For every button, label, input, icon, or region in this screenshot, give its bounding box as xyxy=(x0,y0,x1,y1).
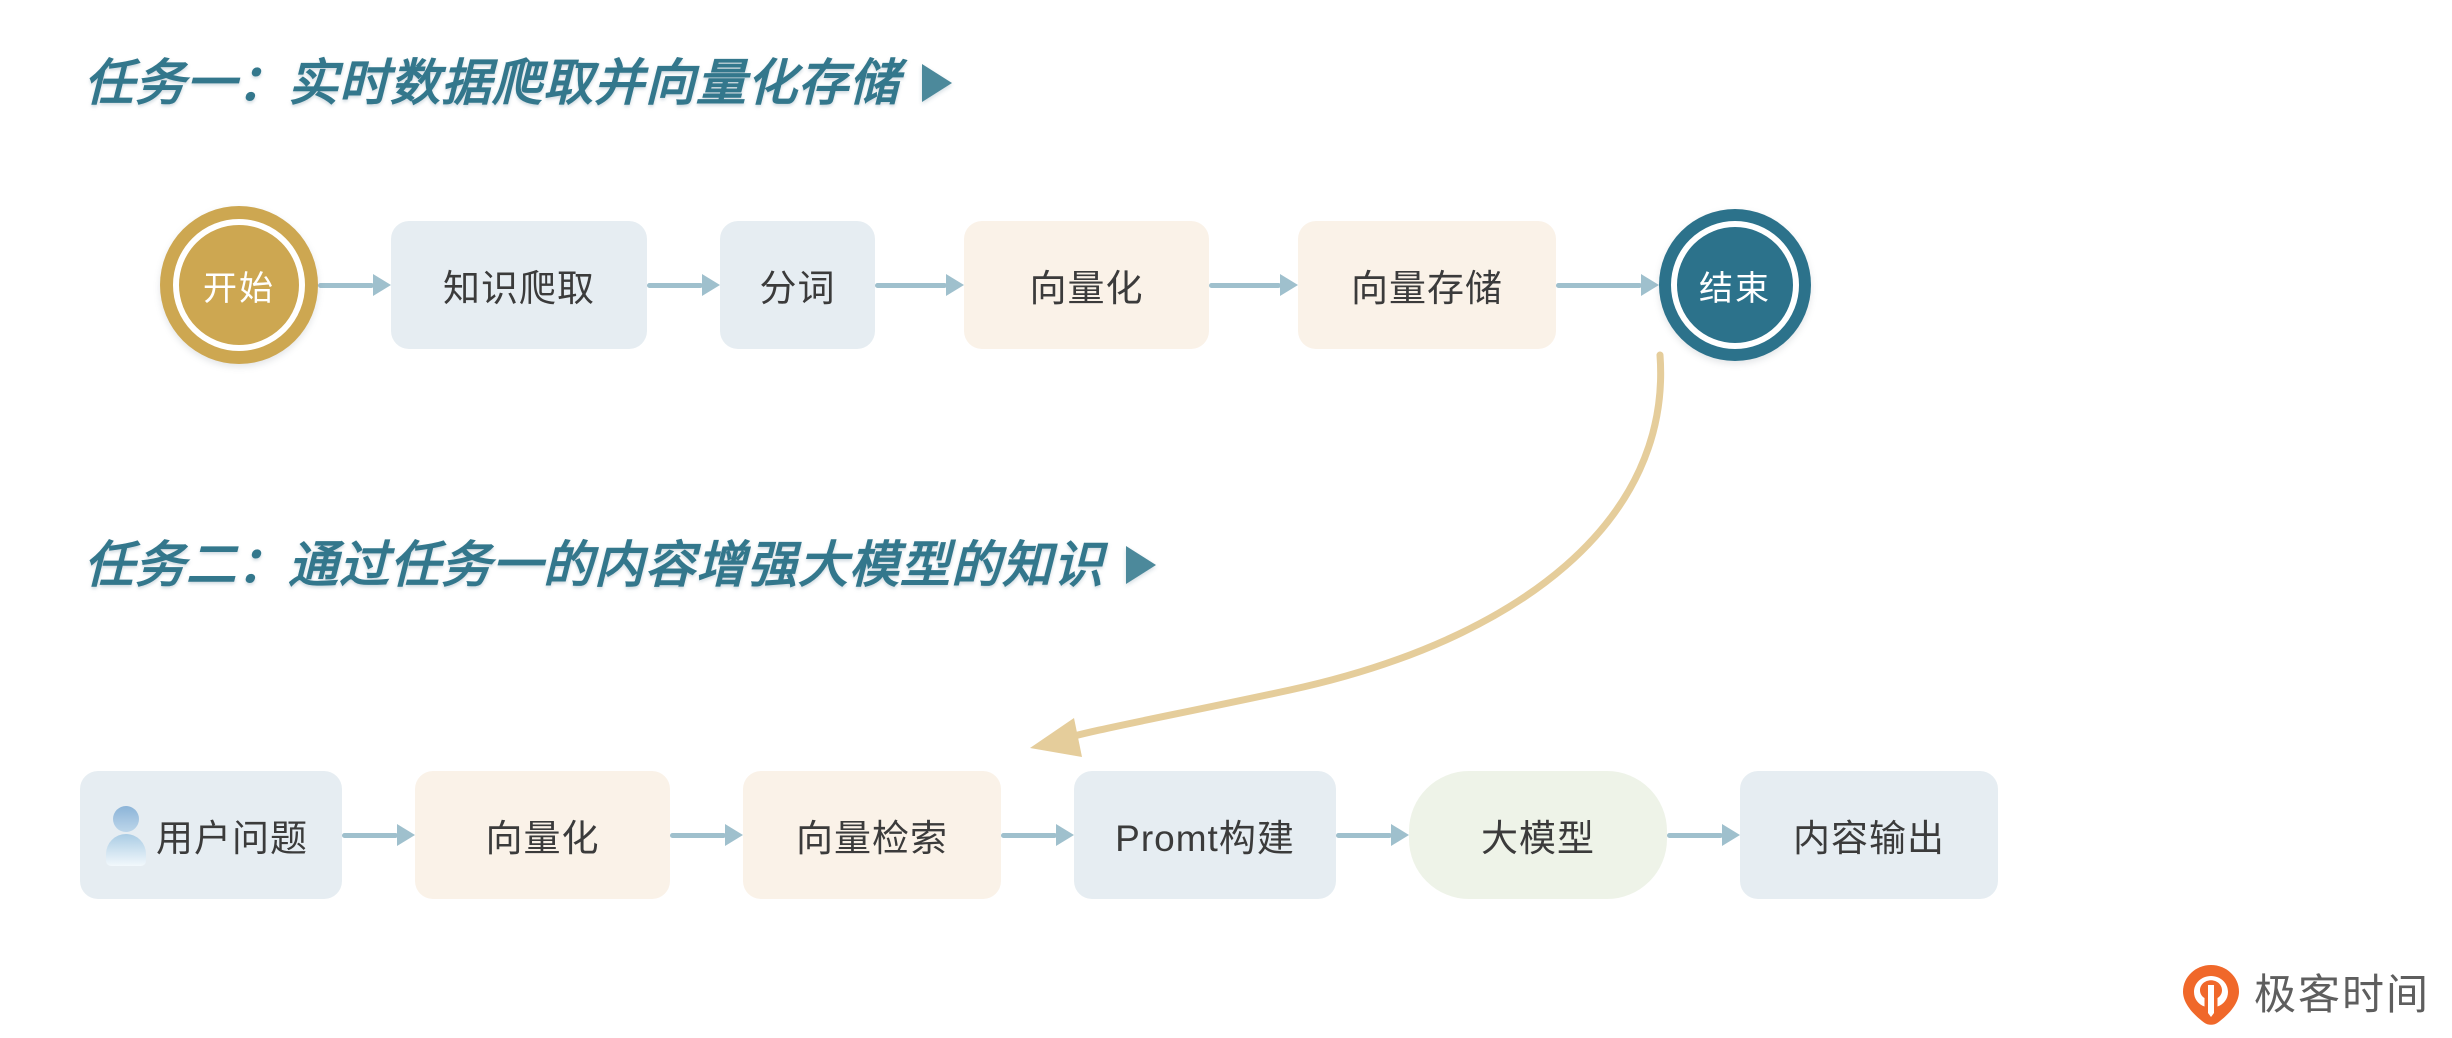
node-knowledge-crawl-label: 知识爬取 xyxy=(443,268,595,309)
connector-line xyxy=(875,282,947,288)
connector-search-to-prompt xyxy=(1001,824,1074,846)
connector-line xyxy=(1556,282,1642,288)
node-vector-store-label: 向量存储 xyxy=(1351,268,1503,309)
connector-line xyxy=(647,282,703,288)
connector-line xyxy=(1209,282,1281,288)
geektime-pin-icon xyxy=(2182,965,2239,1025)
connector-prompt-to-llm xyxy=(1336,824,1409,846)
node-vector-store[interactable]: 向量存储 xyxy=(1298,221,1556,349)
arrow-head-icon xyxy=(1722,824,1740,846)
arrow-head-icon xyxy=(373,274,391,296)
connector-llm-to-output xyxy=(1667,824,1740,846)
arrow-head-icon xyxy=(1056,824,1074,846)
node-end-label: 结束 xyxy=(1699,269,1771,308)
node-vector-search[interactable]: 向量检索 xyxy=(743,771,1001,899)
arrow-head-icon xyxy=(1641,274,1659,296)
node-user-question[interactable]: 用户问题 xyxy=(80,771,342,899)
connector-line xyxy=(1336,832,1392,838)
node-vector-search-label: 向量检索 xyxy=(796,818,948,859)
connector-line xyxy=(670,832,726,838)
flow-row-task-2: 用户问题 向量化 向量检索 Promt构建 大模型 xyxy=(80,765,1998,905)
connector-line xyxy=(318,282,374,288)
node-content-output-label: 内容输出 xyxy=(1793,818,1945,859)
section-title-task-2: 任务二：通过任务一的内容增强大模型的知识 xyxy=(84,540,1156,590)
node-user-question-label: 用户问题 xyxy=(156,818,308,859)
connector-start-to-crawl xyxy=(318,274,391,296)
connector-vectorize-to-search xyxy=(670,824,743,846)
arrow-head-icon xyxy=(725,824,743,846)
play-triangle-icon xyxy=(1126,546,1156,584)
brand-name: 极客时间 xyxy=(2253,971,2430,1018)
connector-line xyxy=(342,832,398,838)
node-knowledge-crawl[interactable]: 知识爬取 xyxy=(391,221,647,349)
node-vectorize[interactable]: 向量化 xyxy=(964,221,1209,349)
flow-row-task-1: 开始 知识爬取 分词 向量化 向量存储 xyxy=(160,200,1811,370)
connector-store-to-end xyxy=(1556,274,1659,296)
node-vectorize-query-label: 向量化 xyxy=(485,818,600,859)
node-start-label: 开始 xyxy=(203,269,275,308)
node-large-model-label: 大模型 xyxy=(1481,818,1595,859)
pin-ring xyxy=(2193,976,2228,1007)
start-ring xyxy=(173,219,305,351)
connector-line xyxy=(1001,832,1057,838)
connector-vector-to-store xyxy=(1209,274,1298,296)
section-title-task-1: 任务一：实时数据爬取并向量化存储 xyxy=(84,58,952,108)
node-end[interactable]: 结束 xyxy=(1659,209,1811,361)
node-large-model[interactable]: 大模型 xyxy=(1409,771,1667,899)
play-triangle-icon xyxy=(922,64,952,102)
section-title-text: 任务二：通过任务一的内容增强大模型的知识 xyxy=(84,537,1104,593)
pin-needle xyxy=(2207,985,2214,1017)
cross-link-arrow-head-icon xyxy=(1030,718,1082,757)
brand-logo: 极客时间 xyxy=(2182,964,2430,1026)
node-prompt-build[interactable]: Promt构建 xyxy=(1074,771,1336,899)
node-start[interactable]: 开始 xyxy=(160,206,318,364)
arrow-head-icon xyxy=(946,274,964,296)
connector-token-to-vector xyxy=(875,274,964,296)
section-title-text: 任务一：实时数据爬取并向量化存储 xyxy=(84,55,900,111)
arrow-head-icon xyxy=(397,824,415,846)
avatar-body xyxy=(106,834,146,866)
node-prompt-build-label: Promt构建 xyxy=(1115,818,1295,859)
node-content-output[interactable]: 内容输出 xyxy=(1740,771,1998,899)
node-vectorize-query[interactable]: 向量化 xyxy=(415,771,670,899)
end-ring xyxy=(1671,221,1799,349)
user-avatar-icon xyxy=(104,806,148,866)
connector-user-to-vectorize xyxy=(342,824,415,846)
connector-crawl-to-token xyxy=(647,274,720,296)
node-tokenize[interactable]: 分词 xyxy=(720,221,875,349)
arrow-head-icon xyxy=(1391,824,1409,846)
connector-line xyxy=(1667,832,1723,838)
arrow-head-icon xyxy=(702,274,720,296)
arrow-head-icon xyxy=(1280,274,1298,296)
avatar-head xyxy=(113,806,139,832)
node-tokenize-label: 分词 xyxy=(759,268,836,309)
node-vectorize-label: 向量化 xyxy=(1029,268,1144,309)
